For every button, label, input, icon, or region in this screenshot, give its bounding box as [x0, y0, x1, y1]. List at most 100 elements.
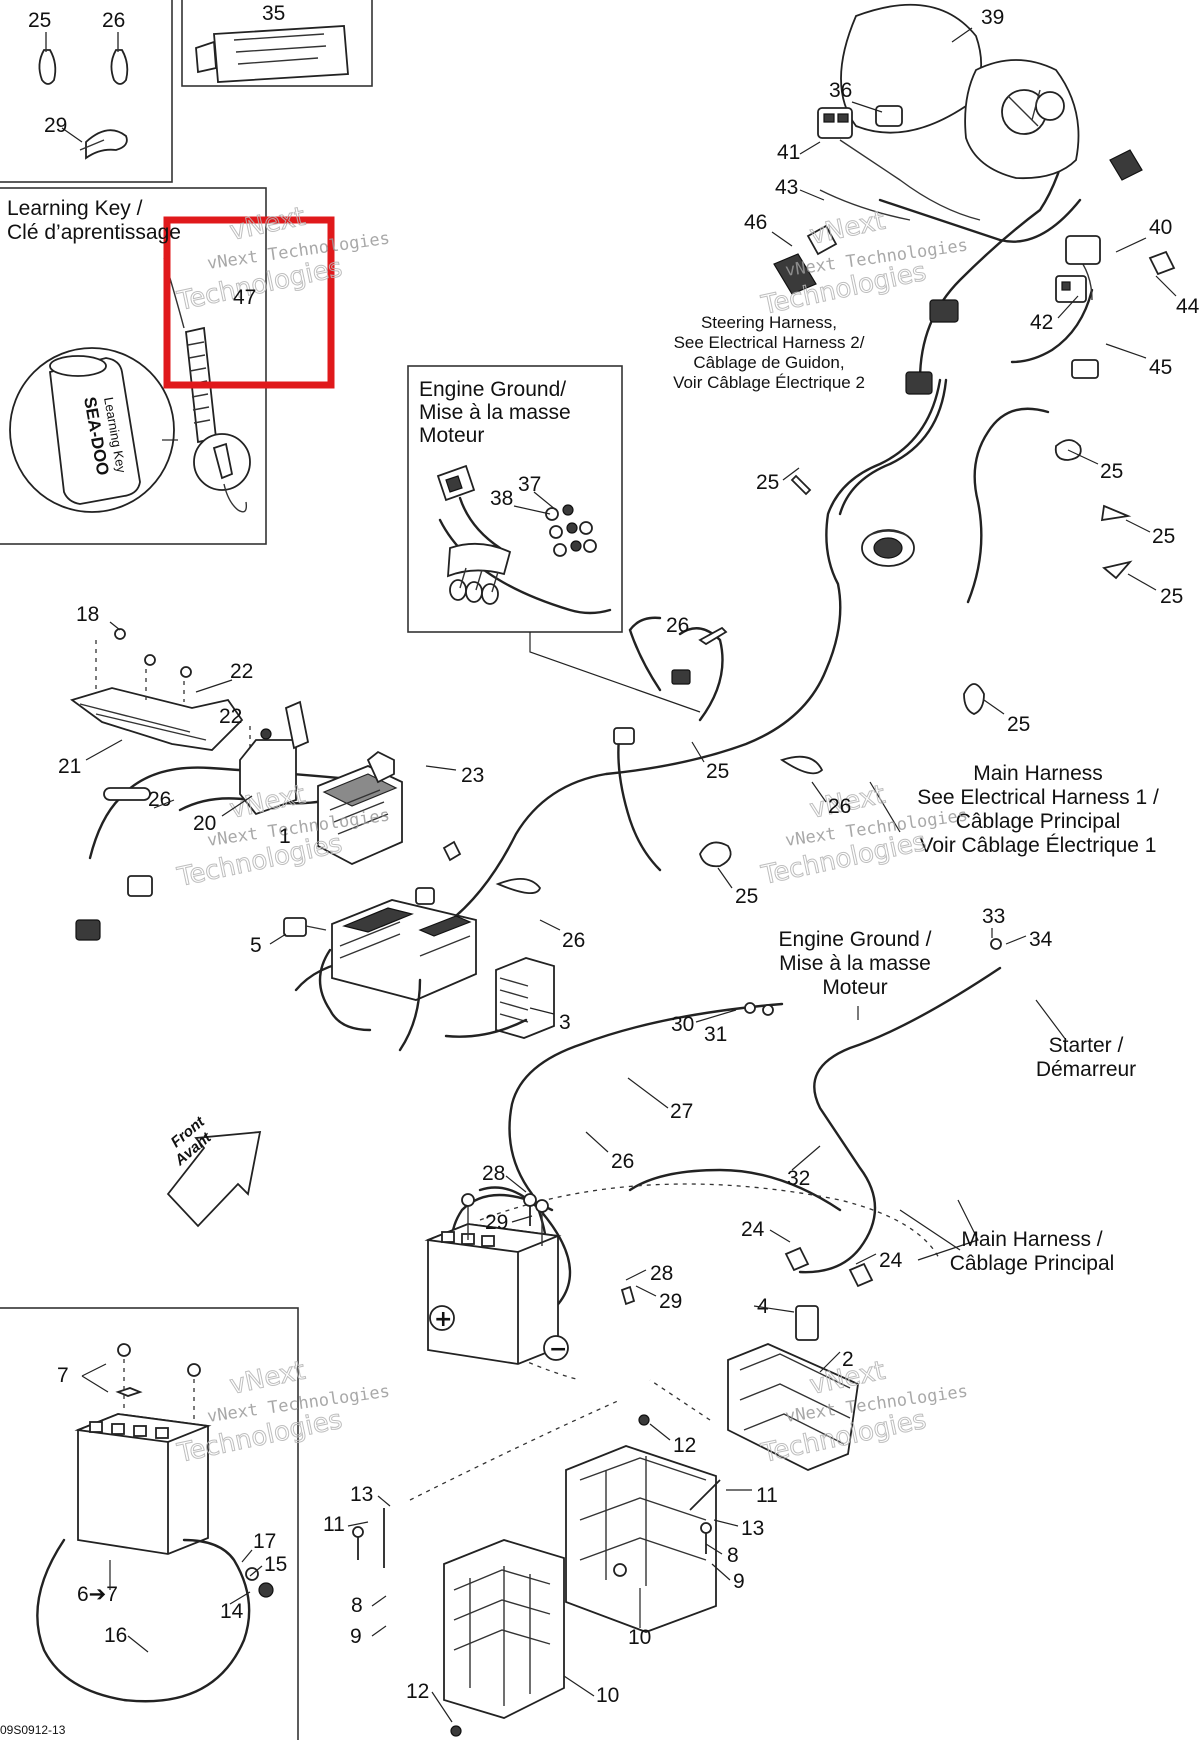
- engine-ground-label-1: Engine Ground /: [779, 928, 932, 951]
- steering-harness-label-3: Câblage de Guidon,: [693, 353, 844, 372]
- battery-right: + −: [424, 1193, 569, 1365]
- callout-number: 10: [596, 1684, 619, 1707]
- callout-number: 26: [102, 9, 125, 32]
- callout-number: 23: [461, 764, 484, 787]
- inset-sealant-tube: [181, 0, 373, 87]
- switch-cluster: [773, 105, 1176, 395]
- learning-key-label-fr: Clé d’aprentissage: [7, 221, 181, 244]
- callout-numbers: 25 26 29 35 47 39 36 41 43 46 40 44 42 4…: [28, 2, 1200, 1707]
- callout-number: 12: [406, 1680, 429, 1703]
- callout-number: 36: [829, 79, 852, 102]
- callout-number: 13: [350, 1483, 373, 1506]
- callout-number: 42: [1030, 311, 1053, 334]
- ecu-module: [239, 700, 403, 865]
- callout-number: 25: [1007, 713, 1030, 736]
- relay-bracket-2: [727, 1246, 874, 1471]
- callout-number: 39: [981, 6, 1004, 29]
- callout-number: 6➔7: [77, 1583, 118, 1606]
- steering-harness-label-4: Voir Câblage Électrique 2: [673, 373, 865, 392]
- callout-number: 43: [775, 176, 798, 199]
- figure-code: 09S0912-13: [0, 1723, 66, 1737]
- engine-ground-box-label-1: Engine Ground/: [419, 378, 566, 401]
- callout-number: 45: [1149, 356, 1172, 379]
- callout-number: 24: [741, 1218, 765, 1241]
- callout-number: 26: [611, 1150, 634, 1173]
- callout-number: 26: [148, 788, 171, 811]
- callout-number: 35: [262, 2, 285, 25]
- callout-number: 8: [351, 1594, 363, 1617]
- callout-number: 13: [741, 1517, 764, 1540]
- callout-number: 30: [671, 1013, 694, 1036]
- callout-number: 29: [485, 1211, 508, 1234]
- callout-number: 18: [76, 603, 99, 626]
- main-harness-b-label-2: Câblage Principal: [950, 1252, 1115, 1275]
- callout-number: 31: [704, 1023, 727, 1046]
- callout-number: 1: [279, 825, 291, 848]
- dash-gauge-39: [840, 3, 1080, 180]
- callout-number: 37: [518, 473, 541, 496]
- callout-number: 25: [735, 885, 758, 908]
- callout-number: 11: [323, 1513, 345, 1536]
- bracket-21: [70, 628, 272, 751]
- callout-number: 2: [842, 1348, 854, 1371]
- callout-number: 28: [482, 1162, 505, 1185]
- callout-leaders: [81, 27, 1177, 1723]
- main-harness-label-1: Main Harness: [973, 762, 1103, 785]
- callout-number: 12: [673, 1434, 696, 1457]
- callout-number: 22: [219, 705, 242, 728]
- starter-label-2: Démarreur: [1036, 1058, 1136, 1081]
- callout-number: 4: [757, 1295, 769, 1318]
- steering-harness-label-1: Steering Harness,: [701, 313, 837, 332]
- inset-learning-key: SEA-DOO Learning Key: [0, 187, 267, 545]
- front-arrow: Front Avant: [166, 1113, 262, 1228]
- callout-number: 33: [982, 905, 1005, 928]
- learning-key-label-en: Learning Key /: [7, 197, 143, 220]
- main-harness-label-2: See Electrical Harness 1 /: [917, 786, 1159, 809]
- watermark-text: vNext: [227, 202, 308, 247]
- callout-number: 22: [230, 660, 253, 683]
- highlight-frame: [163, 216, 335, 389]
- rear-connectors: [75, 669, 691, 941]
- engine-ground-label-3: Moteur: [822, 976, 887, 999]
- main-harness-label-3: Câblage Principal: [956, 810, 1121, 833]
- callout-number: 26: [666, 614, 689, 637]
- callout-number: 20: [193, 812, 216, 835]
- fasteners: [352, 938, 1002, 1737]
- callout-number: 28: [650, 1262, 673, 1285]
- callout-number: 24: [879, 1249, 903, 1272]
- callout-number: 29: [659, 1290, 682, 1313]
- text-labels: Learning Key / Clé d’aprentissage Engine…: [0, 197, 1159, 1737]
- callout-number: 3: [559, 1011, 571, 1034]
- callout-number: 46: [744, 211, 767, 234]
- callout-number: 17: [253, 1530, 276, 1553]
- callout-number: 44: [1176, 295, 1200, 318]
- steering-harness-label-2: See Electrical Harness 2/: [674, 333, 865, 352]
- callout-number: 16: [104, 1624, 127, 1647]
- callout-number: 26: [828, 795, 851, 818]
- callout-number: 41: [777, 141, 800, 164]
- grommet: [861, 529, 915, 567]
- starter-label-1: Starter /: [1049, 1034, 1124, 1057]
- main-harness-label-4: Voir Câblage Électrique 1: [920, 834, 1157, 857]
- battery-plus-symbol: +: [434, 1307, 452, 1332]
- battery-left: [0, 1307, 299, 1740]
- callout-number: 27: [670, 1100, 693, 1123]
- watermark-text: vNext: [807, 206, 888, 251]
- callout-number: 25: [1152, 525, 1175, 548]
- callout-number: 25: [1100, 460, 1123, 483]
- pointer-arrows: [529, 632, 1067, 1261]
- fuse-box-5: [283, 899, 477, 1052]
- callout-number: 11: [756, 1484, 778, 1507]
- callout-number: 7: [57, 1364, 69, 1387]
- main-harness-b-label-1: Main Harness /: [961, 1228, 1102, 1251]
- callout-number: 15: [264, 1553, 287, 1576]
- battery-minus-symbol: −: [549, 1337, 567, 1362]
- callout-number: 26: [562, 929, 585, 952]
- battery-tray-10: [443, 1445, 717, 1719]
- engine-ground-box-label-2: Mise à la masse: [419, 401, 571, 424]
- callout-number: 8: [727, 1544, 739, 1567]
- callout-number: 25: [756, 471, 779, 494]
- callout-number: 38: [490, 487, 513, 510]
- callout-number: 9: [350, 1625, 362, 1648]
